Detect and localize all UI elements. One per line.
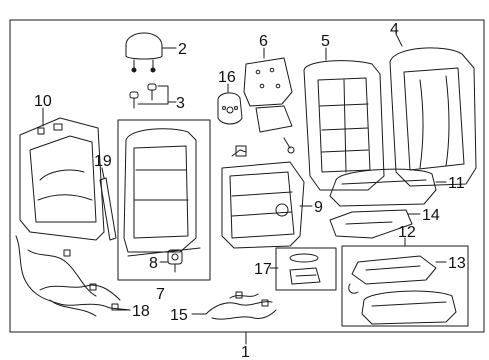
callout-9: 9 bbox=[314, 199, 323, 216]
callout-8: 8 bbox=[149, 255, 158, 272]
wiring-harness-right bbox=[205, 291, 277, 320]
callout-19: 19 bbox=[94, 153, 112, 170]
back-panel-part bbox=[19, 117, 105, 241]
callout-15: 15 bbox=[170, 307, 188, 324]
lumbar-panel-part bbox=[243, 57, 295, 154]
seat-pad-part bbox=[329, 209, 413, 239]
callout-3: 3 bbox=[176, 95, 185, 112]
callout-14: 14 bbox=[422, 207, 440, 224]
recliner-part bbox=[167, 249, 183, 273]
headrest-guides bbox=[129, 83, 157, 109]
heater-part bbox=[348, 255, 437, 294]
callout-11: 11 bbox=[448, 175, 465, 192]
seat-cushion-part bbox=[329, 168, 437, 207]
seat-frame-part bbox=[221, 145, 305, 249]
outer-frame bbox=[9, 19, 485, 333]
motor-part bbox=[217, 92, 243, 125]
callout-2: 2 bbox=[178, 41, 187, 58]
back-frame-part bbox=[123, 128, 201, 257]
callout-10: 10 bbox=[34, 93, 52, 110]
callout-12: 12 bbox=[398, 224, 416, 241]
lower-cushion-part bbox=[361, 290, 457, 325]
callout-4: 4 bbox=[390, 21, 399, 38]
module-part bbox=[275, 247, 337, 291]
headrest-part bbox=[125, 32, 163, 73]
callout-6: 6 bbox=[259, 33, 268, 50]
leader-4 bbox=[395, 33, 403, 47]
callout-5: 5 bbox=[321, 33, 330, 50]
callout-17: 17 bbox=[254, 261, 272, 278]
wiring-harness-left bbox=[15, 235, 131, 317]
frame-box bbox=[117, 119, 211, 281]
leader-19 bbox=[101, 167, 105, 179]
leader-3 bbox=[137, 85, 169, 105]
callout-18: 18 bbox=[132, 303, 150, 320]
trim-strip-part bbox=[99, 177, 117, 241]
callout-13: 13 bbox=[448, 255, 466, 272]
callout-16: 16 bbox=[218, 69, 236, 86]
back-cover-part bbox=[389, 47, 477, 187]
callout-7: 7 bbox=[156, 286, 165, 303]
callout-1: 1 bbox=[241, 344, 250, 360]
